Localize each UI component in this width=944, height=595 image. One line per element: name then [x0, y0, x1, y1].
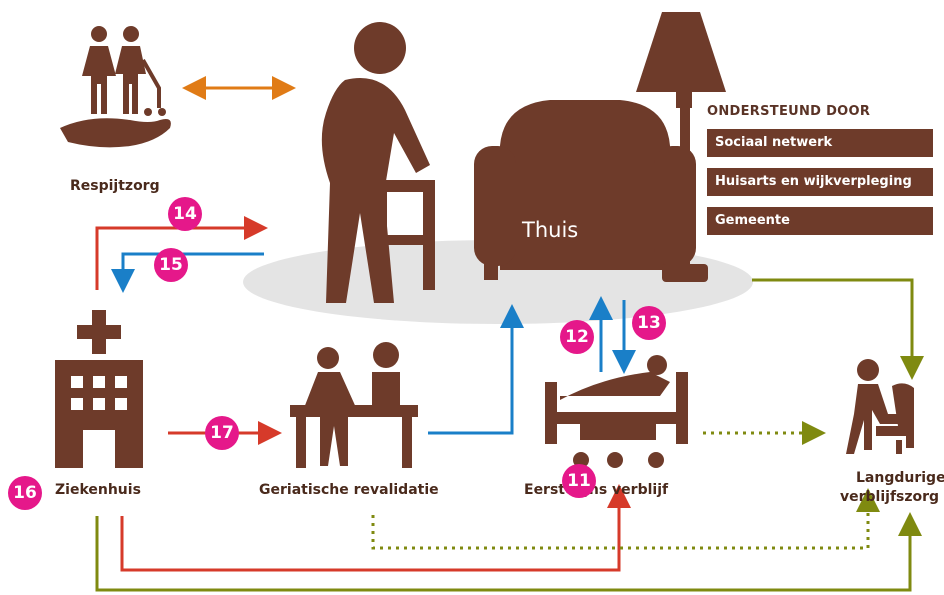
ziekenhuis-label: Ziekenhuis — [55, 482, 141, 498]
thuis-label: Thuis — [522, 218, 578, 242]
support-title: ONDERSTEUND DOOR — [707, 104, 870, 119]
caregivers-hand-icon — [60, 26, 171, 147]
hospital-icon — [55, 310, 143, 468]
support-item-sociaal-netwerk: Sociaal netwerk — [707, 129, 933, 157]
badge-17: 17 — [205, 416, 239, 450]
support-item-huisarts: Huisarts en wijkverpleging — [707, 168, 933, 196]
home-to-longterm-arrow — [752, 280, 912, 374]
rehab-to-home-arrow — [428, 310, 512, 433]
eerstelijns-label: Eerstelijns verblijf — [524, 482, 668, 498]
hospital-bed-icon — [545, 355, 688, 468]
badge-14: 14 — [168, 197, 202, 231]
support-item-gemeente: Gemeente — [707, 207, 933, 235]
geriatrische-label: Geriatische revalidatie — [259, 482, 439, 498]
hospital-to-bed-arrow — [122, 490, 619, 570]
badge-16: 16 — [8, 476, 42, 510]
armchair-icon — [474, 100, 696, 280]
elderly-armchair-icon — [846, 359, 914, 454]
langdurige-label-line2: verblijfszorg — [840, 489, 939, 505]
badge-15: 15 — [154, 248, 188, 282]
hospital-to-longterm-arrow — [97, 516, 910, 590]
badge-13: 13 — [632, 306, 666, 340]
arrow-15 — [123, 254, 264, 287]
badge-11: 11 — [562, 464, 596, 498]
badge-12: 12 — [560, 320, 594, 354]
respijtzorg-label: Respijtzorg — [70, 178, 160, 194]
rehabilitation-icon — [290, 342, 418, 468]
langdurige-label-line1: Langdurige — [856, 470, 944, 486]
